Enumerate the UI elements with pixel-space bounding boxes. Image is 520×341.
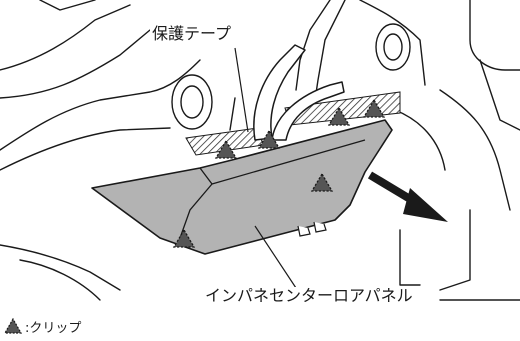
center-lower-panel <box>91 119 393 255</box>
clip-triangle-icon <box>4 318 22 334</box>
clip-marker <box>214 139 238 159</box>
pry-tool <box>253 44 345 141</box>
leader-lines <box>234 47 297 289</box>
legend: :クリップ <box>4 314 81 338</box>
boss-hole-right <box>375 23 411 71</box>
clip-marker <box>310 172 334 192</box>
protective-tape-label: 保護テープ <box>150 24 234 43</box>
panel-label: インパネセンターロアパネル <box>203 286 415 305</box>
clip-marker <box>257 129 281 149</box>
dashboard-frame-lines <box>0 0 520 301</box>
boss-hole-left <box>171 74 213 130</box>
removal-direction-arrow <box>367 171 448 222</box>
diagram-drawing <box>0 0 520 301</box>
clip-marker <box>362 98 386 118</box>
clip-marker <box>172 228 196 248</box>
legend-text: :クリップ <box>25 320 82 336</box>
clip-marker <box>327 106 351 126</box>
